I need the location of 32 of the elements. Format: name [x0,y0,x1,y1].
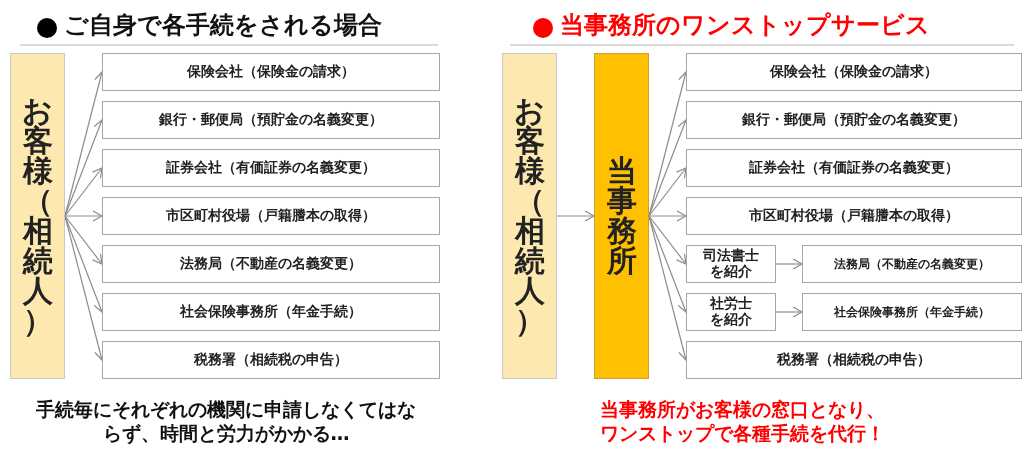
arrow [648,210,687,222]
referral-box: 司法書士を紹介 [686,245,776,283]
office-box: 当事務所 [594,53,649,379]
procedure-box: 社会保険事務所（年金手続） [802,293,1022,331]
arrow [556,210,595,222]
arrow [648,167,687,217]
procedure-box: 銀行・郵便局（預貯金の名義変更） [686,101,1022,139]
procedure-box: 保険会社（保険金の請求） [102,53,440,91]
procedure-box: 税務署（相続税の申告） [102,341,440,379]
procedure-box: 証券会社（有価証券の名義変更） [686,149,1022,187]
note-text: 当事務所がお客様の窓口となり、ワンストップで各種手続を代行！ [600,398,886,446]
client-box: お客様（相続人） [502,53,557,379]
procedure-box: 市区町村役場（戸籍謄本の取得） [102,197,440,235]
client-box: お客様（相続人） [10,53,65,379]
procedure-box: 市区町村役場（戸籍謄本の取得） [686,197,1022,235]
procedure-box: 法務局（不動産の名義変更） [802,245,1022,283]
arrow [64,167,103,217]
arrow [64,215,103,265]
note-text: 手続毎にそれぞれの機関に申請しなくてはならず、時間と労力がかかる… [35,398,417,446]
procedure-box: 保険会社（保険金の請求） [686,53,1022,91]
procedure-box: 銀行・郵便局（預貯金の名義変更） [102,101,440,139]
section-heading: 当事務所のワンストップサービス [560,10,931,40]
procedure-box: 税務署（相続税の申告） [686,341,1022,379]
arrow [775,258,803,270]
referral-box: 社労士を紹介 [686,293,776,331]
arrow [64,210,103,222]
procedure-box: 社会保険事務所（年金手続） [102,293,440,331]
procedure-box: 証券会社（有価証券の名義変更） [102,149,440,187]
section-heading: ご自身で各手続をされる場合 [64,10,383,40]
arrow [775,306,803,318]
procedure-box: 法務局（不動産の名義変更） [102,245,440,283]
arrow [648,215,687,265]
